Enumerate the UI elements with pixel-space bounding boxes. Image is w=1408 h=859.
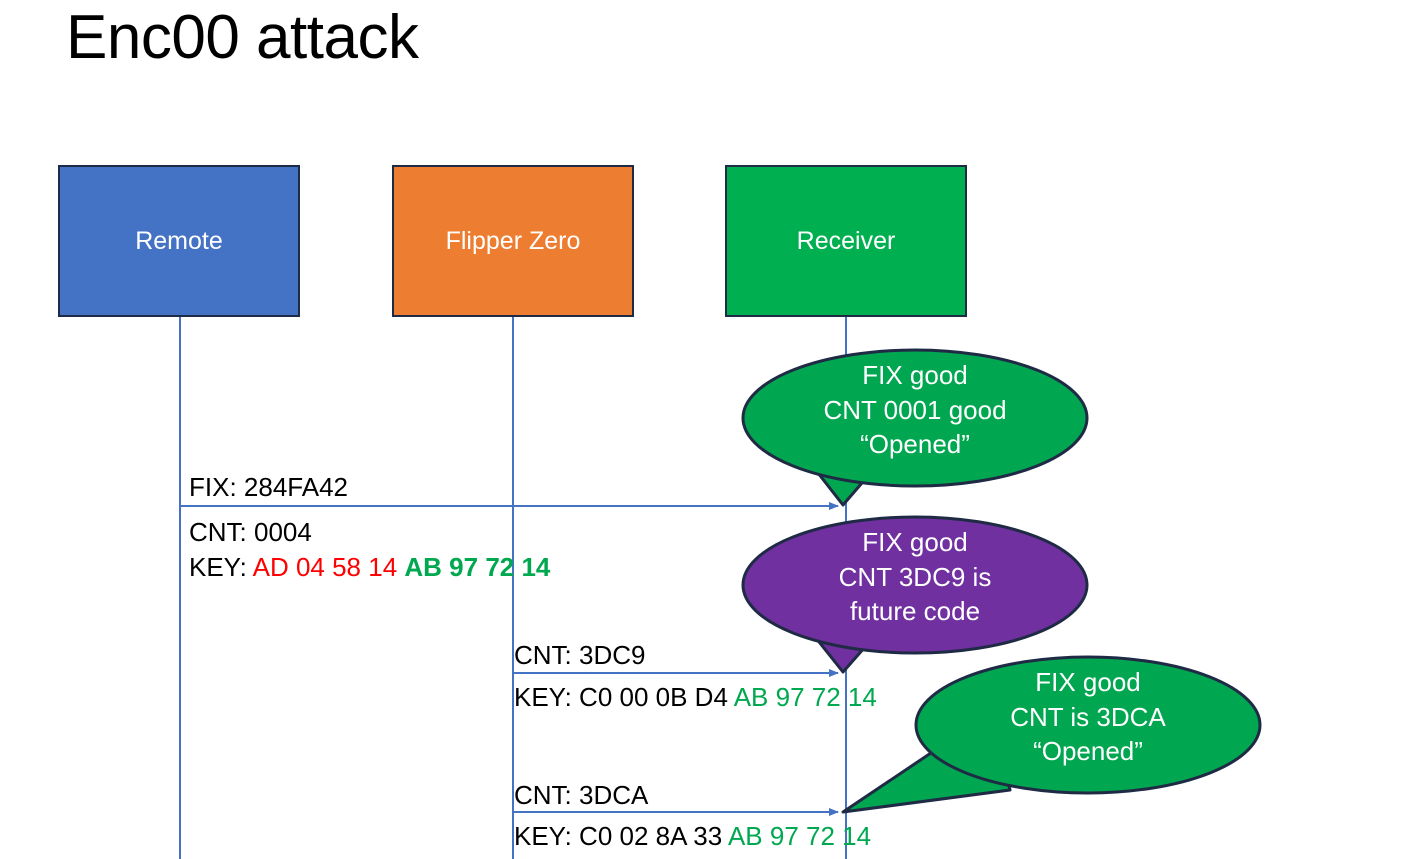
message-2-cnt-label: CNT: 3DC9: [514, 640, 646, 670]
message-1-fix-label: FIX: 284FA42: [189, 472, 348, 502]
actor-label-receiver: Receiver: [796, 226, 896, 255]
message-1-key-label: KEY: AD 04 58 14 AB 97 72 14: [189, 554, 550, 580]
actor-box-flipper[interactable]: Flipper Zero: [392, 165, 634, 317]
actor-box-remote[interactable]: Remote: [58, 165, 300, 317]
message-3-key-green: AB 97 72 14: [727, 821, 872, 851]
message-2-key-green: AB 97 72 14: [733, 682, 877, 712]
message-3-key-prefix: KEY: C0 02 8A 33: [514, 821, 728, 851]
message-3-key-label: KEY: C0 02 8A 33 AB 97 72 14: [514, 823, 871, 849]
message-2-key-label: KEY: C0 00 0B D4 AB 97 72 14: [514, 684, 877, 710]
page-title: Enc00 attack: [66, 3, 419, 72]
message-1-cnt-label: CNT: 0004: [189, 517, 312, 547]
speech-bubble-3: [841, 655, 1262, 814]
actor-box-receiver[interactable]: Receiver: [725, 165, 967, 317]
speech-bubble-2: [741, 515, 1089, 674]
actor-label-flipper: Flipper Zero: [445, 226, 581, 255]
message-2-key-prefix: KEY: C0 00 0B D4: [514, 682, 734, 712]
message-1-key-prefix: KEY:: [189, 552, 253, 582]
message-3-cnt-label: CNT: 3DCA: [514, 780, 649, 810]
message-1-key-green: AB 97 72 14: [404, 552, 551, 582]
actor-label-remote: Remote: [135, 226, 223, 255]
speech-bubble-1: [741, 348, 1089, 507]
message-1-key-red: AD 04 58 14: [252, 552, 398, 582]
